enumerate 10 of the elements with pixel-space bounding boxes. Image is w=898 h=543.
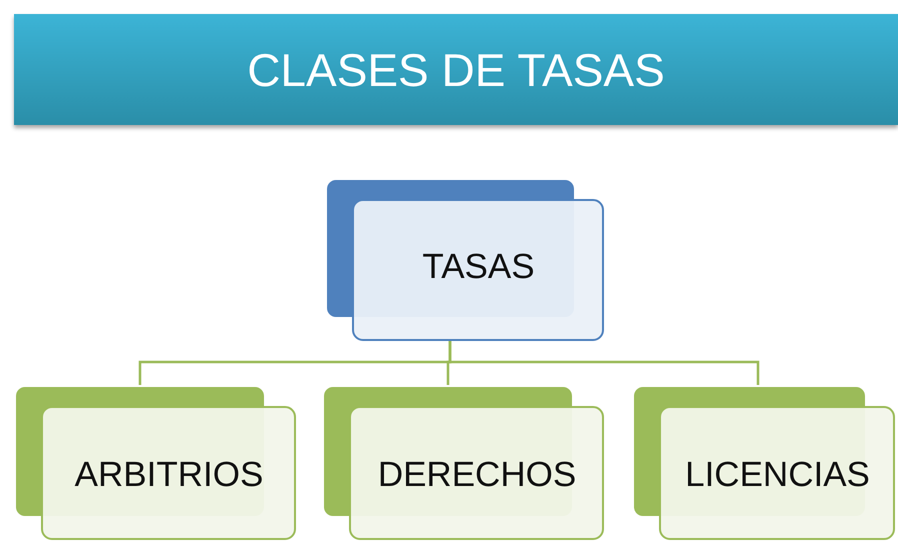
stacked-box bbox=[14, 385, 296, 540]
title: CLASES DE TASAS bbox=[246, 42, 666, 96]
stacked-box bbox=[632, 385, 895, 540]
node-label: ARBITRIOS bbox=[74, 455, 264, 495]
node-label: DERECHOS bbox=[378, 455, 576, 495]
node-label: LICENCIAS bbox=[685, 455, 870, 495]
stacked-box bbox=[325, 178, 604, 341]
node-label: TASAS bbox=[422, 247, 535, 287]
connector-line bbox=[448, 341, 760, 385]
stacked-box bbox=[322, 385, 604, 540]
